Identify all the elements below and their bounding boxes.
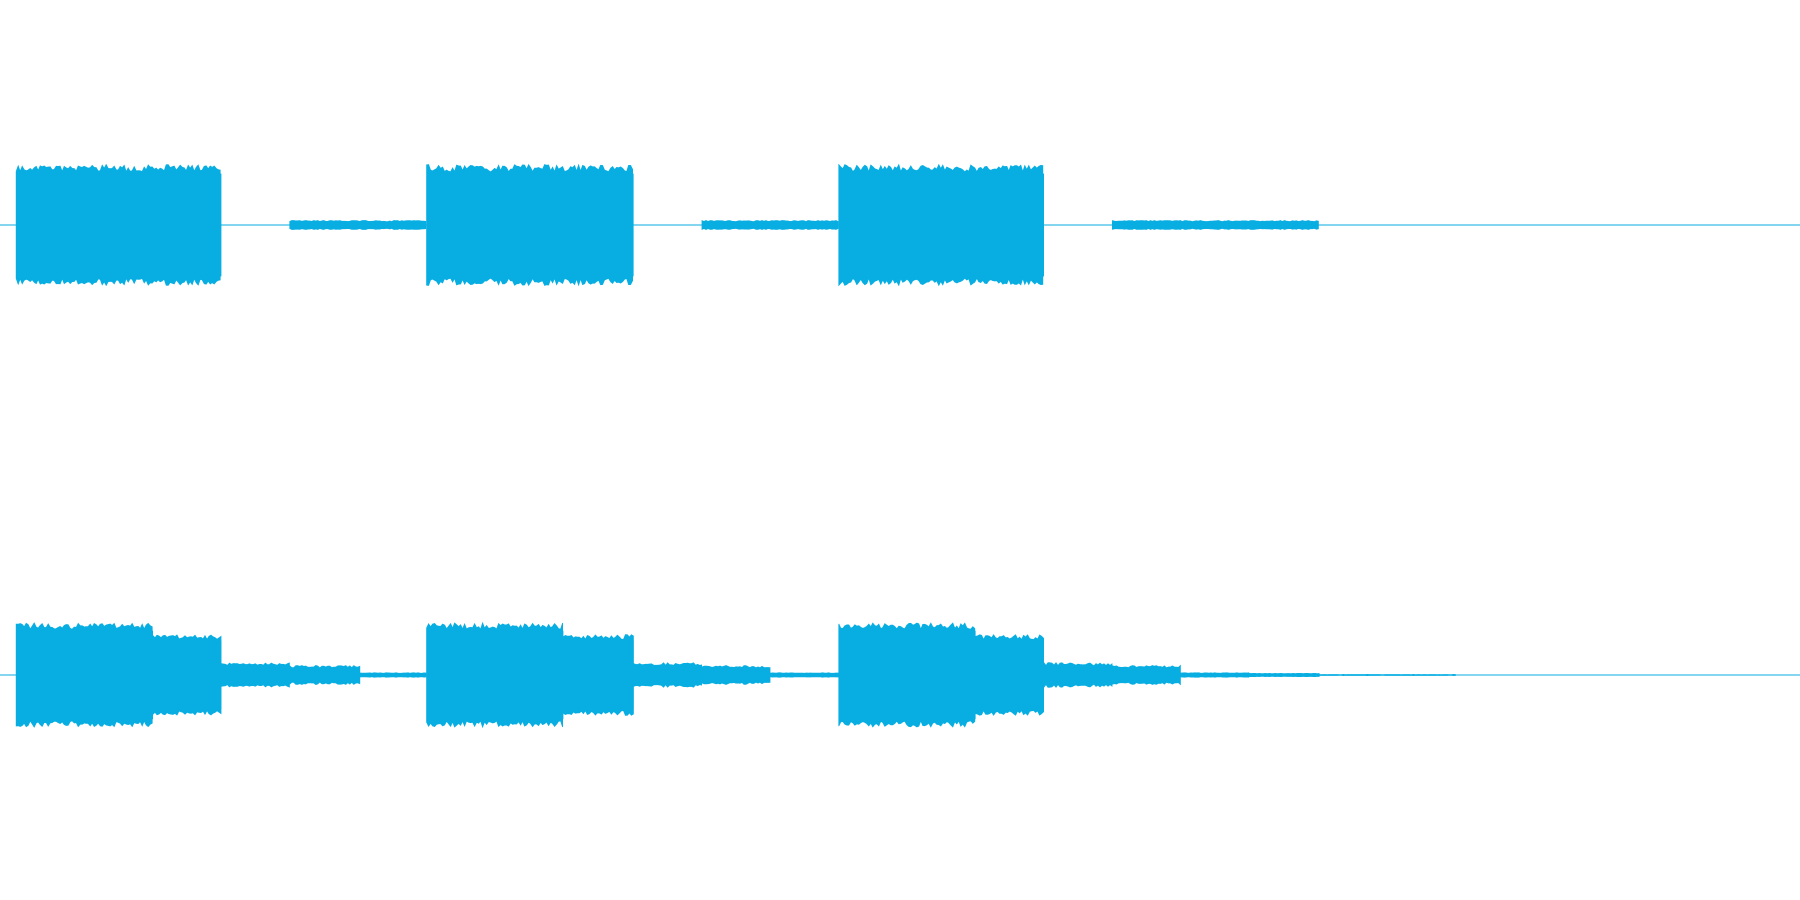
waveform-segment-core bbox=[563, 640, 634, 710]
waveform-segment bbox=[701, 219, 839, 231]
waveform-segment-core bbox=[153, 640, 222, 710]
channel-1-waveform bbox=[0, 163, 1800, 287]
waveform-segment bbox=[1112, 664, 1181, 686]
waveform-segment-core bbox=[975, 640, 1044, 710]
waveform-segment bbox=[289, 220, 427, 230]
waveform-segment-core bbox=[838, 630, 976, 720]
waveform-segment bbox=[633, 662, 702, 688]
waveform-segment-core bbox=[838, 173, 1044, 277]
waveform-segment bbox=[770, 672, 839, 678]
waveform-segment bbox=[1112, 220, 1319, 230]
waveform-segment bbox=[359, 672, 427, 678]
waveform-segment bbox=[1180, 672, 1250, 678]
waveform-segment bbox=[289, 665, 361, 685]
waveform-segment bbox=[1319, 673, 1456, 677]
waveform-segment bbox=[1043, 661, 1113, 689]
waveform-segment bbox=[1248, 672, 1320, 678]
waveform-segment-core bbox=[426, 173, 634, 277]
channel-2-waveform bbox=[0, 621, 1800, 729]
waveform-segment bbox=[221, 662, 290, 688]
waveform-segment-core bbox=[16, 630, 154, 720]
waveform-segment-core bbox=[16, 173, 222, 277]
waveform-segment-core bbox=[426, 630, 564, 720]
waveform-segment bbox=[701, 665, 771, 685]
